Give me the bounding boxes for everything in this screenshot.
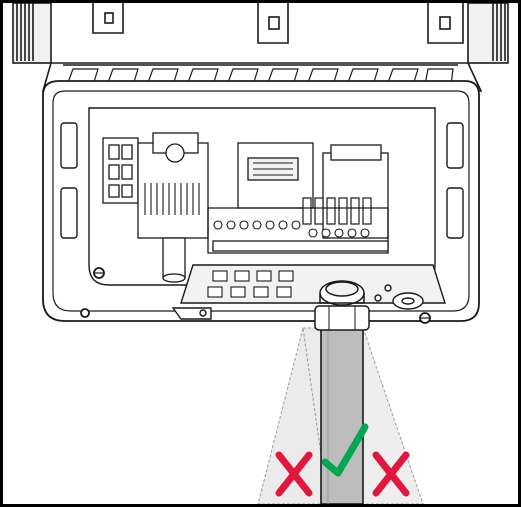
conduit-straight [320, 327, 364, 504]
installation-illustration [12, 3, 509, 504]
side-knockout-left-top [60, 122, 78, 169]
side-knockout-right-bottom [446, 187, 464, 239]
cross-mark-icon [275, 451, 313, 497]
spring-terminal-row [322, 152, 389, 239]
cross-mark-icon [372, 451, 410, 497]
ac-terminal [102, 137, 139, 204]
gland-hex-nut [314, 305, 370, 331]
right-rail [467, 3, 509, 64]
side-knockout-left-bottom [60, 187, 78, 239]
left-rail [12, 3, 52, 64]
cable-gland [314, 280, 370, 331]
check-mark-icon [321, 423, 369, 477]
wall-mount-bracket [12, 3, 509, 92]
cable-entry-plate [171, 264, 446, 320]
side-knockout-right-top [446, 122, 464, 169]
terminal-post [162, 237, 186, 279]
terminal-block-assembly [102, 132, 389, 283]
